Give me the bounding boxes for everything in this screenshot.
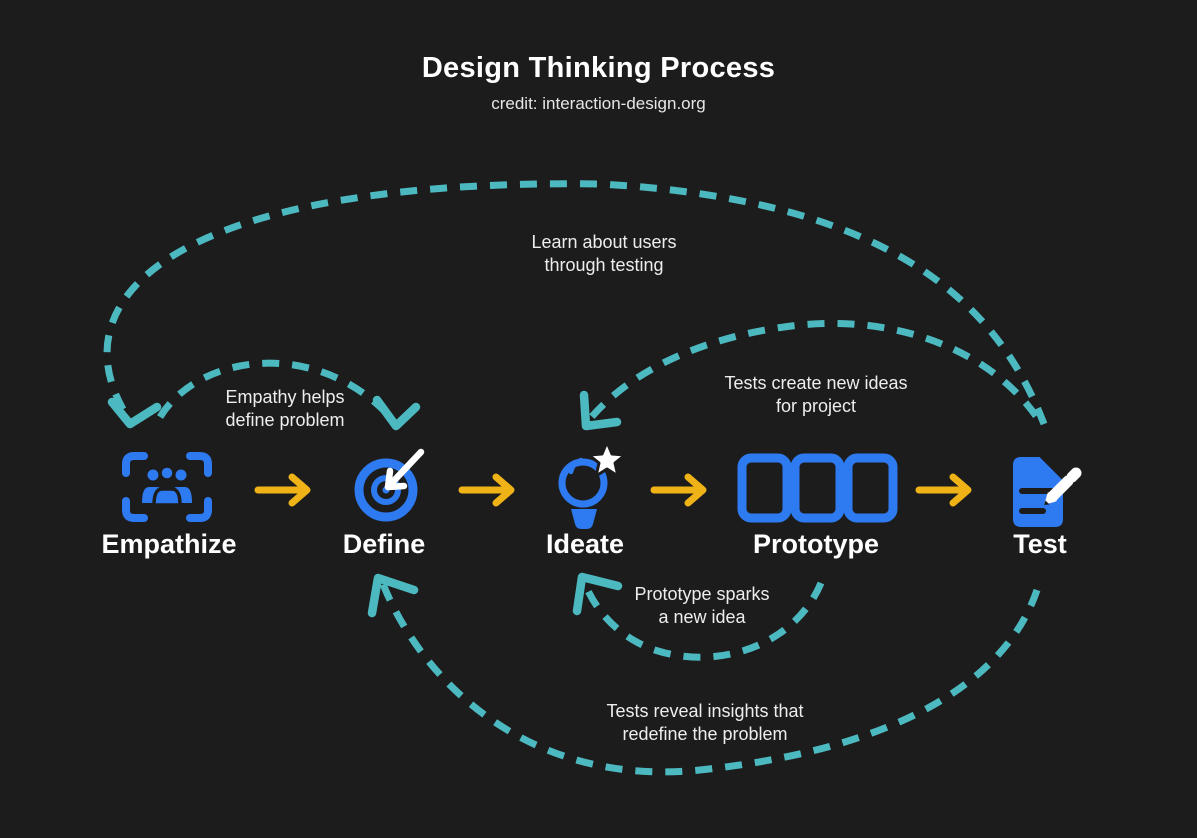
page-title: Design Thinking Process [421,52,776,84]
screens-icon [737,453,898,523]
target-arrow-icon [354,448,425,522]
loop-test-to-empathize-path [103,180,1048,426]
loop-prototype-to-ideate-arrowhead [572,572,623,616]
stage-label-ideate: Ideate [545,529,625,559]
lightbulb-star-icon [558,440,627,529]
annotation-learn-about-users: Learn about users through testing [531,232,677,275]
loop-empathize-to-define-path [157,359,395,422]
stage-label-empathize: Empathize [101,529,237,559]
flow-arrow-prototype-test [915,473,972,507]
stage-label-test: Test [1013,529,1067,559]
stage-label-prototype: Prototype [752,529,879,559]
loop-test-to-define-path [379,582,1041,776]
document-pencil-icon [1013,454,1082,527]
people-in-frame-icon [122,452,212,522]
annotation-prototype-sparks: Prototype sparks a new idea [634,584,770,627]
loop-test-to-ideate-arrowhead [579,390,622,431]
annotation-tests-reveal: Tests reveal insights that redefine the … [606,701,804,744]
loop-empathize-to-define-arrowhead [372,395,421,431]
flow-arrow-define-ideate [458,473,515,507]
loop-test-to-empathize-arrowhead [107,397,162,429]
loop-prototype-to-ideate-path [581,581,825,661]
annotation-tests-create-ideas: Tests create new ideas for project [724,373,908,416]
flow-arrow-ideate-prototype [650,473,707,507]
flow-arrows [254,473,972,507]
credit-line: credit: interaction-design.org [491,94,706,113]
loop-test-to-define-arrowhead [367,573,419,618]
annotation-empathy-helps: Empathy helps define problem [225,387,345,430]
flow-arrow-empathize-define [254,473,311,507]
feedback-loops [103,180,1048,776]
stage-label-define: Define [342,529,426,559]
loop-test-to-ideate-path [586,319,1039,423]
